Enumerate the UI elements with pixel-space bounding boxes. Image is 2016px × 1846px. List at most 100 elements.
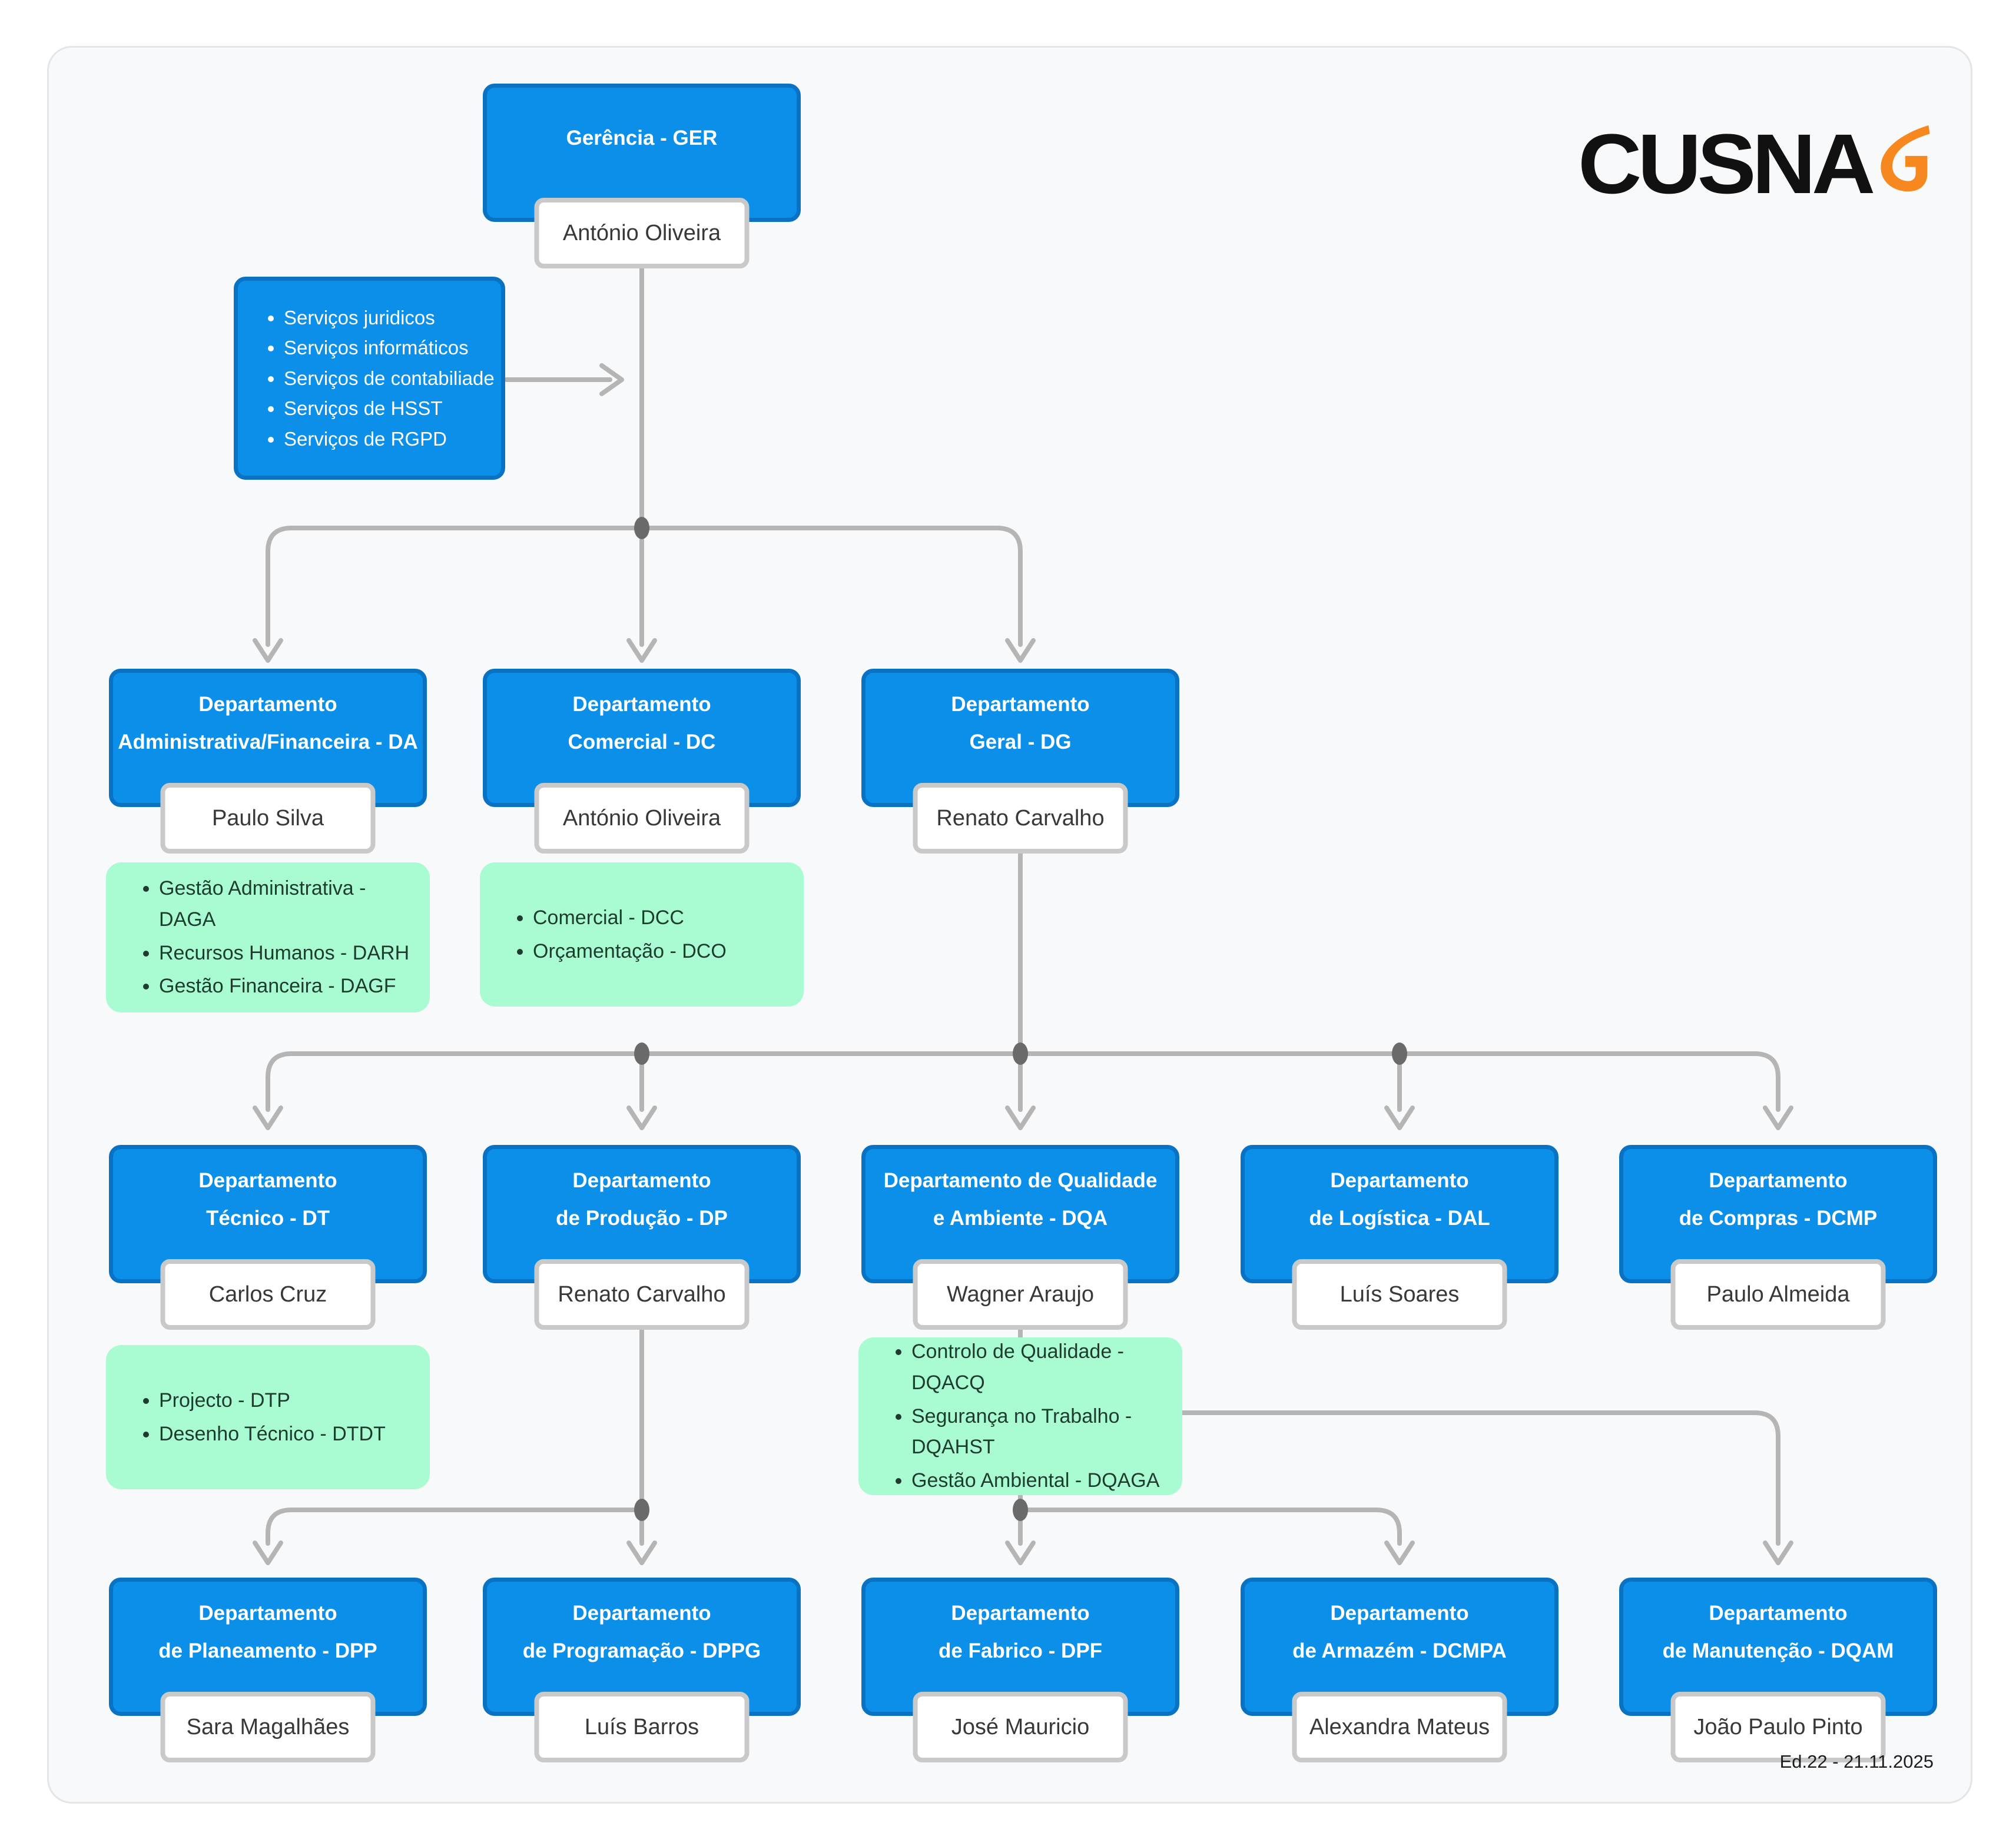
dept-title: Gerência - GER — [487, 88, 797, 188]
list-item: Serviços de RGPD — [284, 426, 495, 452]
dept-title-line: de Compras - DCMP — [1679, 1206, 1878, 1230]
dept-title: Departamento de Compras - DCMP — [1623, 1149, 1933, 1250]
list-item: Orçamentação - DCO — [533, 936, 727, 967]
connector-j1-da — [266, 526, 644, 647]
manager-name-tag: Sara Magalhães — [160, 1692, 376, 1762]
dept-title-line: de Fabrico - DPF — [938, 1639, 1103, 1662]
manager-name-tag: Luís Soares — [1292, 1259, 1507, 1330]
dept-title-line: Departamento — [951, 692, 1090, 716]
manager-name-tag: Renato Carvalho — [913, 783, 1128, 854]
dept-title-line: Departamento — [572, 1601, 711, 1625]
manager-name-tag: Renato Carvalho — [534, 1259, 750, 1330]
dept-box-dcmpa: Departamento de Armazém - DCMPA Alexandr… — [1241, 1578, 1559, 1762]
dept-title-line: Departamento de Qualidade — [883, 1168, 1158, 1192]
manager-name-tag: Wagner Araujo — [913, 1259, 1128, 1330]
units-box-dc: Comercial - DCCOrçamentação - DCO — [480, 862, 804, 1007]
list-item: Projecto - DTP — [159, 1385, 386, 1416]
dept-title-line: e Ambiente - DQA — [933, 1206, 1108, 1230]
list-item: Desenho Técnico - DTDT — [159, 1419, 386, 1450]
connector-lines — [253, 262, 1793, 1565]
dept-title: Departamento de Produção - DP — [487, 1149, 797, 1250]
dept-title-line: de Programação - DPPG — [522, 1639, 761, 1662]
dept-title: Departamento de Manutenção - DQAM — [1623, 1582, 1933, 1682]
arrowhead-dpf — [1005, 1540, 1036, 1565]
arrowhead-dt — [253, 1105, 283, 1130]
dept-title-line: Departamento — [572, 692, 711, 716]
dept-box-dal: Departamento de Logística - DAL Luís Soa… — [1241, 1145, 1559, 1330]
dept-title: Departamento de Planeamento - DPP — [113, 1582, 423, 1682]
dept-box-da: Departamento Administrativa/Financeira -… — [109, 669, 427, 854]
junction-dot — [634, 517, 649, 539]
dept-title-line: Administrativa/Financeira - DA — [118, 730, 418, 753]
dept-title: Departamento Técnico - DT — [113, 1149, 423, 1250]
logo-g-icon — [1881, 125, 1930, 192]
arrowhead-dcmpa — [1384, 1540, 1415, 1565]
junction-dots — [634, 517, 1407, 1521]
list-item: Serviços de HSST — [284, 396, 495, 421]
dept-title-line: Gerência - GER — [566, 126, 718, 150]
dept-title-line: Departamento — [1330, 1601, 1469, 1625]
dept-title-line: Departamento — [198, 1601, 337, 1625]
units-list: Comercial - DCCOrçamentação - DCO — [480, 900, 744, 969]
dept-title: Departamento de Programação - DPPG — [487, 1582, 797, 1682]
company-logo: CUSNA — [1578, 116, 1931, 211]
dept-title-line: de Planeamento - DPP — [158, 1639, 377, 1662]
dept-title-line: Departamento — [951, 1601, 1090, 1625]
arrowhead-dg — [1005, 638, 1036, 663]
manager-name-tag: Paulo Almeida — [1670, 1259, 1886, 1330]
units-box-dqa: Controlo de Qualidade - DQACQSegurança n… — [858, 1337, 1182, 1495]
list-item: Segurança no Trabalho - DQAHST — [911, 1401, 1165, 1463]
dept-title-line: Técnico - DT — [205, 1206, 330, 1230]
dept-title-line: Departamento — [572, 1168, 711, 1192]
units-box-dt: Projecto - DTPDesenho Técnico - DTDT — [106, 1345, 430, 1489]
list-item: Comercial - DCC — [533, 902, 727, 934]
dept-box-dqa: Departamento de Qualidade e Ambiente - D… — [861, 1145, 1179, 1330]
edition-label: Ed.22 - 21.11.2025 — [1779, 1751, 1934, 1772]
manager-name-tag: João Paulo Pinto — [1670, 1692, 1886, 1762]
manager-name-tag: Carlos Cruz — [160, 1259, 376, 1330]
dept-box-dp: Departamento de Produção - DP Renato Car… — [483, 1145, 801, 1330]
manager-name-tag: Alexandra Mateus — [1292, 1692, 1507, 1762]
dept-box-dpf: Departamento de Fabrico - DPF José Mauri… — [861, 1578, 1179, 1762]
dept-title-line: Departamento — [1330, 1168, 1469, 1192]
units-list: Gestão Administrativa - DAGARecursos Hum… — [106, 871, 430, 1004]
units-list: Controlo de Qualidade - DQACQSegurança n… — [858, 1334, 1182, 1498]
junction-dot — [1392, 1042, 1407, 1065]
services-list: Serviços juridicosServiços informáticosS… — [238, 300, 500, 457]
dept-title-line: de Produção - DP — [556, 1206, 728, 1230]
junction-dot — [634, 1499, 649, 1521]
list-item: Recursos Humanos - DARH — [159, 938, 412, 969]
dept-title: Departamento de Fabrico - DPF — [866, 1582, 1175, 1682]
connector-j2-dt — [266, 1051, 1023, 1112]
dept-box-ger: Gerência - GER António Oliveira — [483, 84, 801, 268]
services-box: Serviços juridicosServiços informáticosS… — [234, 277, 505, 480]
arrowhead-dc — [626, 638, 657, 663]
connector-j3-dcmpa — [1018, 1508, 1402, 1546]
dept-title: Departamento de Logística - DAL — [1245, 1149, 1554, 1250]
units-box-da: Gestão Administrativa - DAGARecursos Hum… — [106, 862, 430, 1012]
arrowhead-services — [599, 363, 624, 396]
dept-title-line: Departamento — [198, 692, 337, 716]
manager-name-tag: António Oliveira — [534, 198, 750, 268]
dept-box-dppg: Departamento de Programação - DPPG Luís … — [483, 1578, 801, 1762]
list-item: Serviços de contabiliade — [284, 366, 495, 391]
dept-title-line: Comercial - DC — [568, 730, 716, 753]
list-item: Gestão Ambiental - DQAGA — [911, 1465, 1165, 1496]
list-item: Serviços juridicos — [284, 305, 495, 331]
dept-title: Departamento Comercial - DC — [487, 673, 797, 773]
junction-dot — [1013, 1042, 1028, 1065]
dept-title-line: Departamento — [1709, 1601, 1848, 1625]
manager-name-tag: António Oliveira — [534, 783, 750, 854]
connector-j2-dcmp — [1018, 1051, 1780, 1112]
arrowhead-dp — [626, 1105, 657, 1130]
arrowhead-da — [253, 638, 283, 663]
arrowhead-dpp — [253, 1540, 283, 1565]
list-item: Controlo de Qualidade - DQACQ — [911, 1336, 1165, 1398]
arrowhead-dcmp — [1763, 1105, 1793, 1130]
arrowhead-dal — [1384, 1105, 1415, 1130]
manager-name-tag: José Mauricio — [913, 1692, 1128, 1762]
list-item: Gestão Financeira - DAGF — [159, 971, 412, 1002]
dept-title: Departamento de Armazém - DCMPA — [1245, 1582, 1554, 1682]
